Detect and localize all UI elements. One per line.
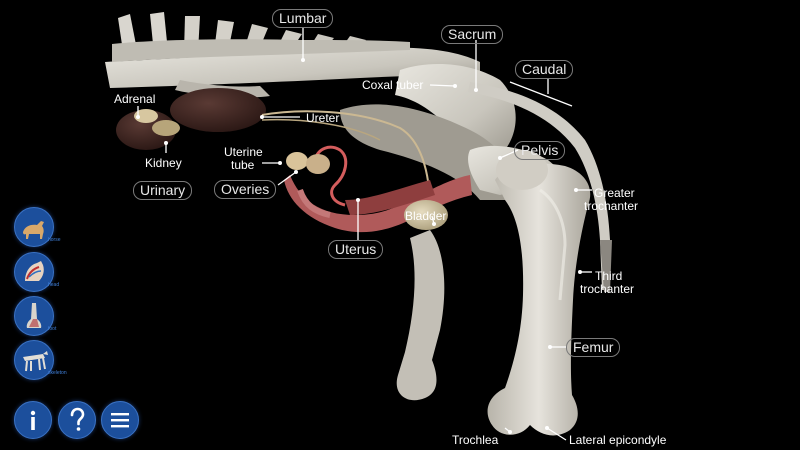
label-uterus[interactable]: Uterus [328, 240, 384, 259]
label-uterine-tube-line1: Uterine [224, 145, 263, 159]
skeleton-button-caption: skeleton [48, 370, 67, 376]
bladder [404, 200, 448, 230]
far-femur [396, 230, 445, 401]
label-caudal[interactable]: Caudal [515, 60, 574, 79]
label-adrenal: Adrenal [114, 92, 156, 106]
label-kidney: Kidney [145, 156, 182, 170]
skeleton-view-button[interactable] [14, 340, 54, 380]
head-button-caption: head [48, 282, 60, 288]
horse-button-caption: horse [48, 237, 61, 243]
horse-view-button[interactable] [14, 207, 54, 247]
label-lateral-epicondyle: Lateral epicondyle [569, 433, 667, 447]
label-coxal-tuber: Coxal tuber [362, 78, 424, 92]
label-uterine-tube-line2: tube [231, 158, 255, 172]
skeleton-icon [23, 351, 48, 372]
foot-button-caption: foot [48, 326, 57, 332]
leader-dots [136, 58, 582, 434]
label-third-trochanter-line1: Third [595, 269, 623, 283]
label-ureter: Ureter [306, 111, 340, 125]
hoof-icon [26, 303, 42, 328]
ureter-path [261, 110, 431, 211]
label-urinary[interactable]: Urinary [133, 181, 193, 200]
kidneys [116, 88, 266, 150]
label-lumbar[interactable]: Lumbar [272, 9, 334, 28]
help-button[interactable] [58, 401, 96, 439]
help-icon [70, 407, 85, 431]
label-pelvis[interactable]: Pelvis [514, 141, 566, 160]
info-icon [30, 410, 36, 430]
femur-bone [487, 150, 591, 436]
head-view-button[interactable] [14, 252, 54, 292]
info-button[interactable] [14, 401, 52, 439]
ureter-path-2 [261, 118, 381, 141]
leader-lines [137, 27, 592, 441]
horse-head-icon [25, 261, 44, 281]
menu-icon [111, 413, 129, 428]
label-sacrum[interactable]: Sacrum [441, 25, 504, 44]
label-overies[interactable]: Overies [214, 180, 277, 199]
label-bladder: Bladder [405, 209, 447, 223]
caudal-vertebrae [468, 82, 612, 292]
horse-icon [23, 221, 44, 239]
uterus [284, 175, 472, 233]
menu-button[interactable] [101, 401, 139, 439]
sacrum-pelvis [340, 64, 517, 200]
label-greater-trochanter-line2: trochanter [584, 199, 639, 213]
label-third-trochanter-line2: trochanter [580, 282, 635, 296]
label-greater-trochanter-line1: Greater [594, 186, 635, 200]
foot-view-button[interactable] [14, 296, 54, 336]
label-femur[interactable]: Femur [566, 338, 621, 357]
label-trochlea: Trochlea [452, 433, 499, 447]
ovaries-uterine-tube [286, 145, 348, 207]
adrenals [134, 109, 180, 136]
